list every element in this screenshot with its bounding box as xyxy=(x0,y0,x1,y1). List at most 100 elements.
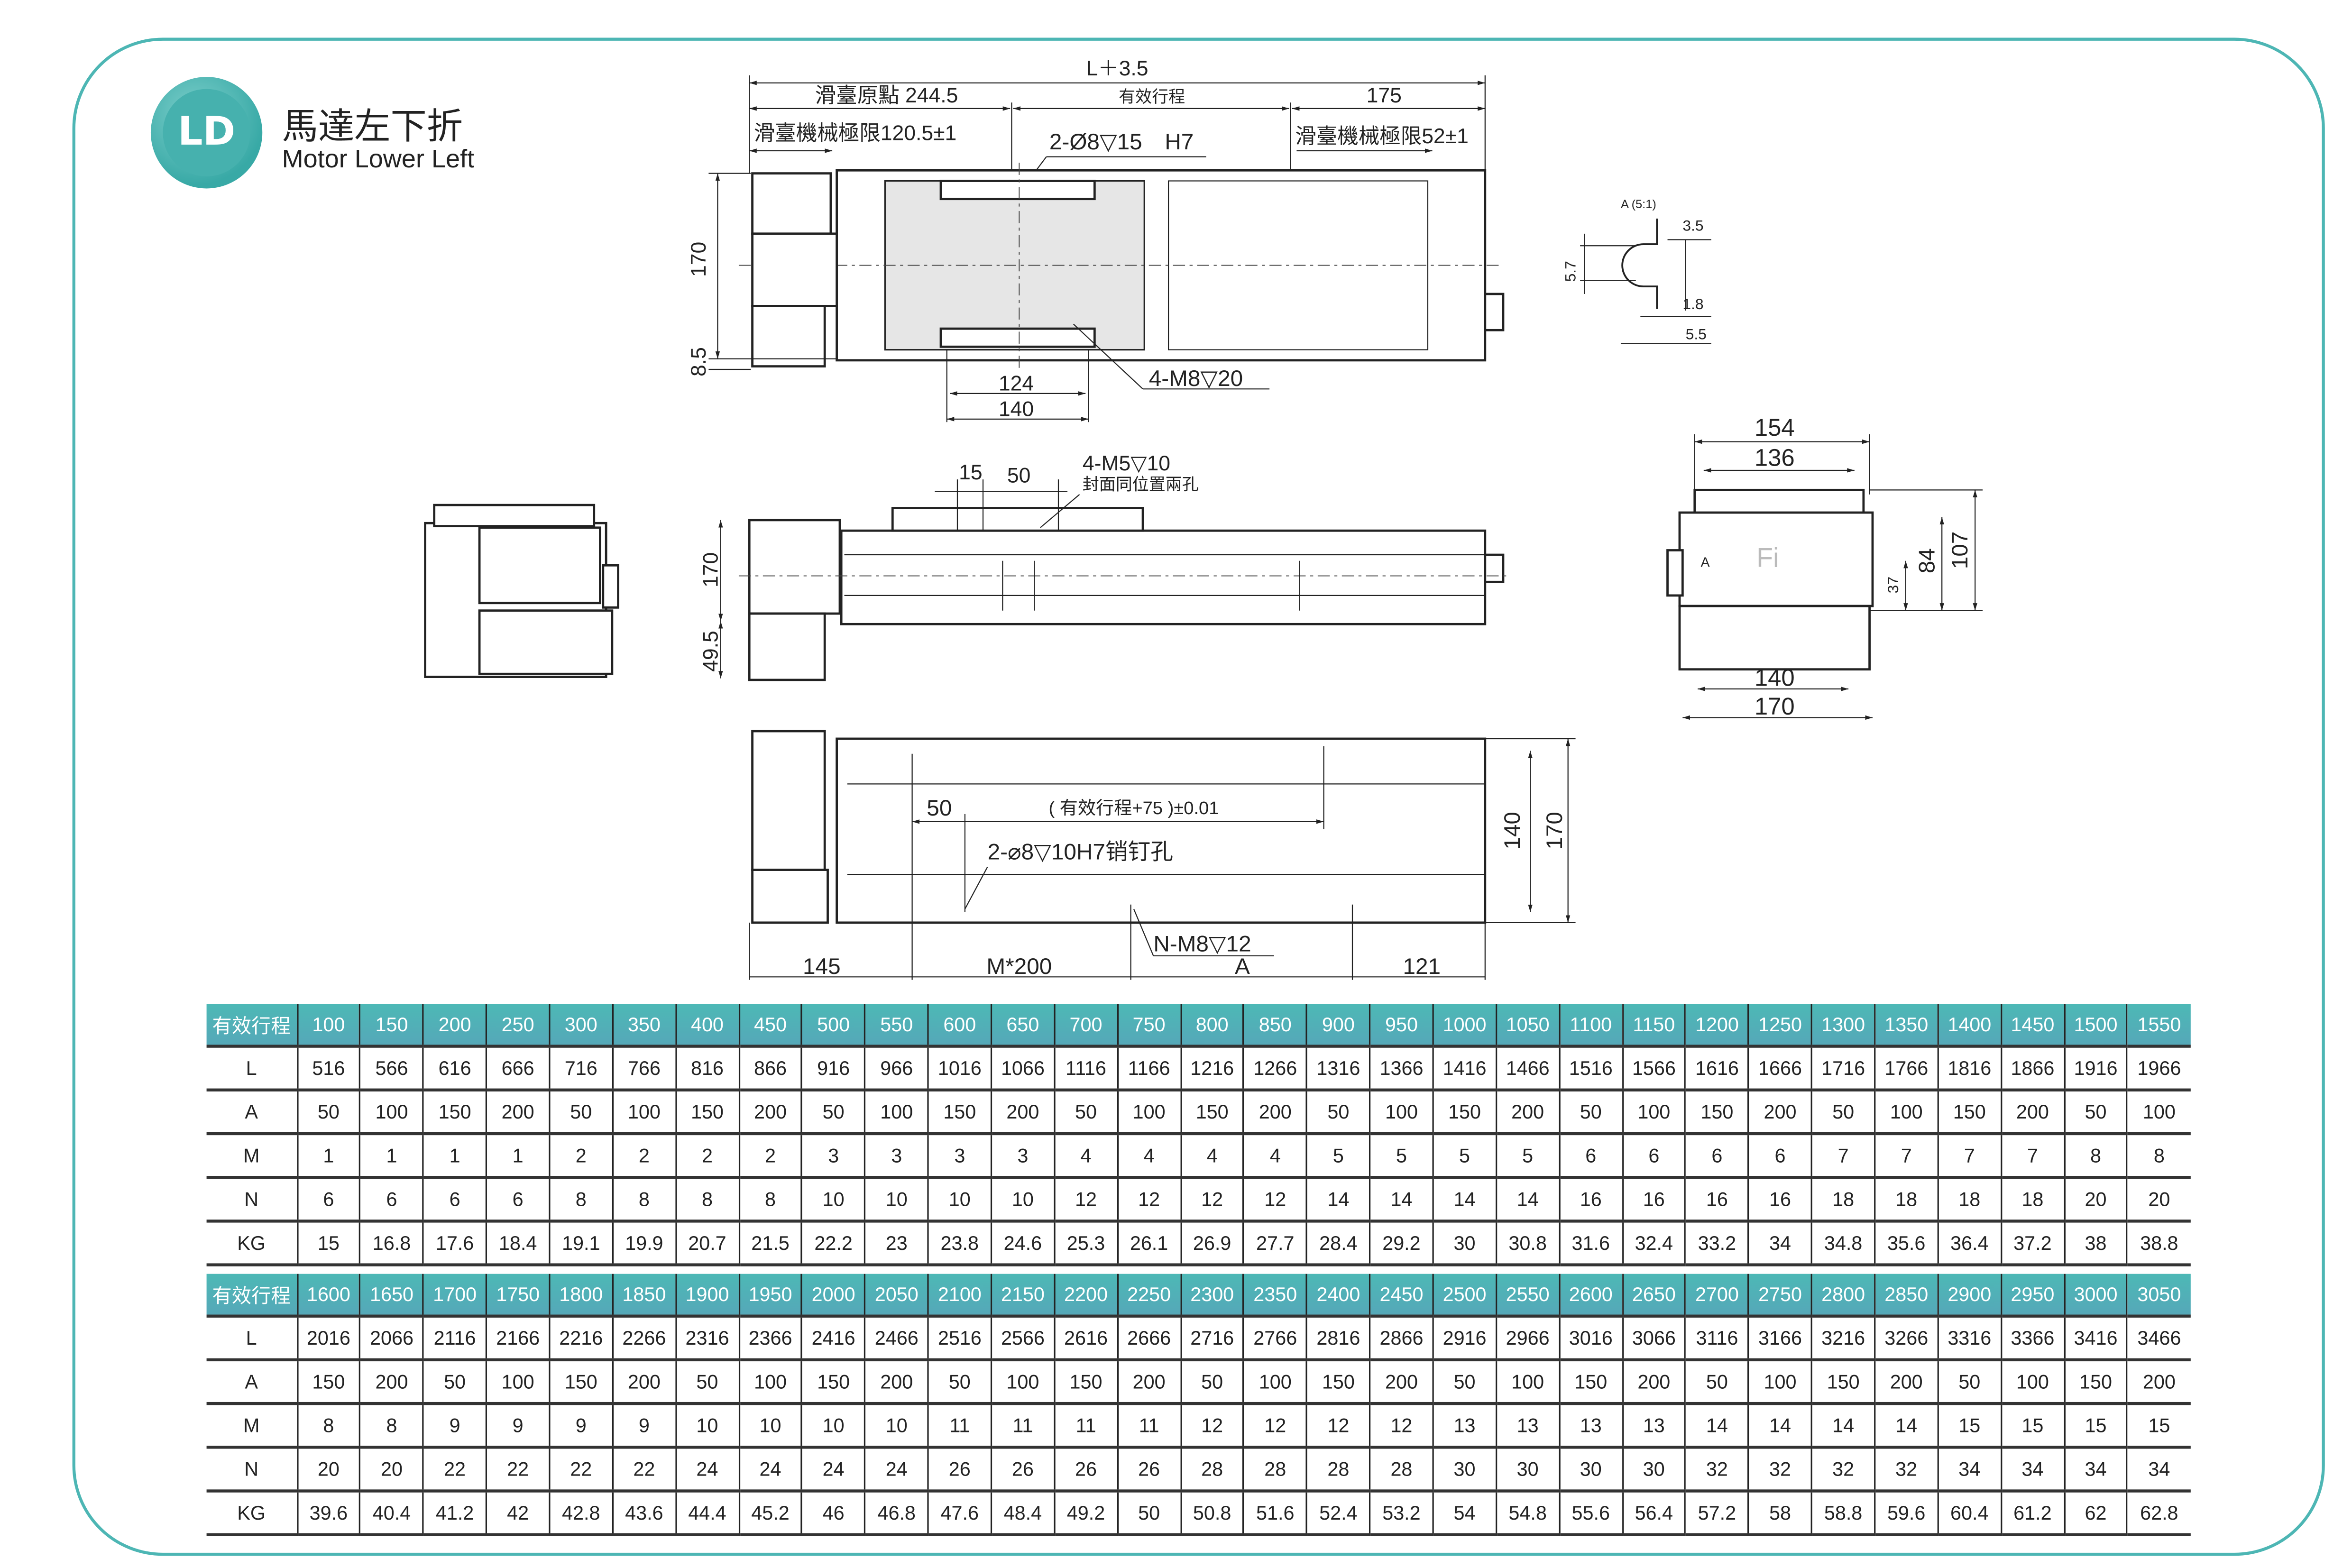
stroke-header: 1400 xyxy=(1937,1004,2001,1048)
stroke-header: 2500 xyxy=(1432,1274,1497,1318)
stroke-header: 2000 xyxy=(801,1274,865,1318)
table-cell: 6 xyxy=(1684,1133,1749,1179)
table-cell: 32 xyxy=(1747,1447,1812,1493)
table-cell: 200 xyxy=(2126,1359,2191,1405)
table-cell: 14 xyxy=(1684,1403,1749,1449)
stroke-header: 950 xyxy=(1369,1004,1433,1048)
table-cell: 566 xyxy=(359,1046,423,1091)
table-cell: 50 xyxy=(1937,1359,2001,1405)
table-cell: 1966 xyxy=(2126,1046,2191,1091)
table-cell: 6 xyxy=(1558,1133,1623,1179)
dim-37: 37 xyxy=(1884,577,1902,593)
row-label: N xyxy=(206,1177,297,1223)
table-cell: 2916 xyxy=(1432,1316,1497,1362)
table-cell: 50.8 xyxy=(1180,1491,1244,1536)
stroke-header: 700 xyxy=(1053,1004,1118,1048)
stroke-header: 1250 xyxy=(1747,1004,1812,1048)
table-cell: 50 xyxy=(296,1090,360,1136)
table-cell: 8 xyxy=(359,1403,423,1449)
dim-limit-right: 滑臺機械極限52±1 xyxy=(1295,125,1469,148)
table-cell: 150 xyxy=(675,1090,739,1136)
table-cell: 6 xyxy=(1621,1133,1686,1179)
table-cell: 50 xyxy=(1180,1359,1244,1405)
side-tap-callout: 4-M5▽10 xyxy=(1083,452,1170,475)
title-chinese: 馬達左下折 xyxy=(282,105,463,148)
dim-136: 136 xyxy=(1755,444,1795,471)
table-cell: 24 xyxy=(675,1447,739,1493)
stroke-header: 550 xyxy=(864,1004,928,1048)
table-cell: 5 xyxy=(1495,1133,1560,1179)
dim-limit-left: 滑臺機械極限120.5±1 xyxy=(754,122,957,145)
table-cell: 19.1 xyxy=(549,1221,613,1266)
dim-origin: 滑臺原點 244.5 xyxy=(815,84,958,107)
table-cell: 34 xyxy=(2126,1447,2191,1493)
table-cell: 10 xyxy=(675,1403,739,1449)
stroke-header: 800 xyxy=(1180,1004,1244,1048)
stroke-header: 2100 xyxy=(927,1274,992,1318)
table-cell: 54 xyxy=(1432,1491,1497,1536)
table-cell: 2016 xyxy=(296,1316,360,1362)
table-cell: 10 xyxy=(864,1403,928,1449)
table-cell: 13 xyxy=(1432,1403,1497,1449)
dim-side-height: 170 xyxy=(699,552,722,587)
dim-m200: M*200 xyxy=(986,954,1052,979)
table-cell: 18 xyxy=(1874,1177,1938,1223)
table-cell: 2616 xyxy=(1053,1316,1118,1362)
stroke-header: 2950 xyxy=(2000,1274,2064,1318)
table-cell: 200 xyxy=(738,1090,802,1136)
table-cell: 200 xyxy=(486,1090,550,1136)
table-cell: 50 xyxy=(549,1090,613,1136)
dim-bottom-170: 170 xyxy=(1542,812,1567,850)
row-label: L xyxy=(206,1046,297,1091)
table-cell: 10 xyxy=(738,1403,802,1449)
tap-callout: 4-M8▽20 xyxy=(1149,366,1243,391)
table-cell: 2666 xyxy=(1116,1316,1181,1362)
table-cell: 100 xyxy=(738,1359,802,1405)
stroke-header: 350 xyxy=(612,1004,676,1048)
table-cell: 1 xyxy=(296,1133,360,1179)
table-cell: 100 xyxy=(359,1090,423,1136)
table-cell: 50 xyxy=(1684,1359,1749,1405)
dim-height: 170 xyxy=(687,242,710,277)
table-cell: 10 xyxy=(801,1403,865,1449)
table-cell: 10 xyxy=(927,1177,992,1223)
table-cell: 200 xyxy=(1243,1090,1307,1136)
table-cell: 5 xyxy=(1369,1133,1433,1179)
table-cell: 200 xyxy=(1874,1359,1938,1405)
table-cell: 2466 xyxy=(864,1316,928,1362)
table-cell: 31.6 xyxy=(1558,1221,1623,1266)
dim-offset: 8.5 xyxy=(687,347,710,376)
table-cell: 1016 xyxy=(927,1046,992,1091)
table-cell: 46.8 xyxy=(864,1491,928,1536)
table-cell: 3416 xyxy=(2063,1316,2128,1362)
table-cell: 54.8 xyxy=(1495,1491,1560,1536)
table-cell: 20 xyxy=(359,1447,423,1493)
table-cell: 59.6 xyxy=(1874,1491,1938,1536)
table-cell: 150 xyxy=(1180,1090,1244,1136)
dim-140: 140 xyxy=(999,398,1034,421)
stroke-header: 2050 xyxy=(864,1274,928,1318)
table-cell: 2816 xyxy=(1306,1316,1370,1362)
table-cell: 100 xyxy=(1747,1359,1812,1405)
table-cell: 8 xyxy=(612,1177,676,1223)
dim-pitch: ( 有效行程+75 )±0.01 xyxy=(1048,798,1219,818)
table-cell: 58.8 xyxy=(1810,1491,1875,1536)
dim-side-offset: 49.5 xyxy=(699,631,722,672)
stroke-header: 2250 xyxy=(1116,1274,1181,1318)
table-cell: 616 xyxy=(422,1046,487,1091)
table-cell: 1766 xyxy=(1874,1046,1938,1091)
table-cell: 3016 xyxy=(1558,1316,1623,1362)
table-cell: 6 xyxy=(296,1177,360,1223)
table-cell: 3216 xyxy=(1810,1316,1875,1362)
table-cell: 766 xyxy=(612,1046,676,1091)
stroke-header: 1350 xyxy=(1874,1004,1938,1048)
table-cell: 55.6 xyxy=(1558,1491,1623,1536)
table-cell: 37.2 xyxy=(2000,1221,2064,1266)
table-cell: 34 xyxy=(1937,1447,2001,1493)
table-cell: 40.4 xyxy=(359,1491,423,1536)
table-cell: 100 xyxy=(990,1359,1055,1405)
